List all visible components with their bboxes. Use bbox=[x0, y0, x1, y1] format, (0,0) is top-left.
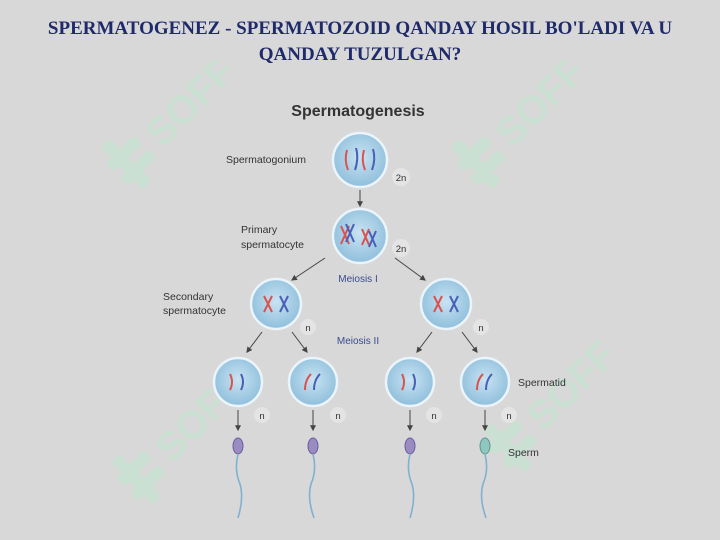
label-secondary-1: Secondary bbox=[163, 291, 214, 303]
svg-text:n: n bbox=[431, 411, 436, 422]
slide-title: SPERMATOGENEZ - SPERMATOZOID QANDAY HOSI… bbox=[0, 16, 720, 68]
cell-spermatid-3 bbox=[384, 356, 436, 408]
arrow-sec-r-spermatid-4 bbox=[461, 331, 478, 353]
sperm-3 bbox=[404, 437, 416, 519]
label-spermatogonium: Spermatogonium bbox=[226, 154, 306, 166]
label-secondary-2: spermatocyte bbox=[163, 305, 226, 317]
watermark-logo-bottom-right: SOFF bbox=[483, 333, 625, 472]
ploidy-badge-spermatid-3: n bbox=[426, 407, 442, 423]
watermark-logo-top-left: SOFF bbox=[102, 60, 230, 188]
svg-text:n: n bbox=[478, 323, 483, 334]
cell-primary-spermatocyte bbox=[331, 207, 389, 265]
svg-text:n: n bbox=[259, 411, 264, 422]
cell-spermatogonium bbox=[331, 131, 389, 189]
ploidy-badge-secondary-right: n bbox=[473, 319, 489, 335]
arrow-primary-secondary-right bbox=[394, 257, 426, 281]
svg-text:n: n bbox=[305, 323, 310, 334]
arrow-sec-l-spermatid-1 bbox=[246, 331, 263, 353]
label-sperm: Sperm bbox=[508, 447, 539, 459]
arrow-primary-secondary-left bbox=[291, 257, 326, 281]
sperm-4 bbox=[479, 437, 491, 519]
arrow-sec-l-spermatid-2 bbox=[291, 331, 308, 353]
ploidy-badge-spermatid-2: n bbox=[330, 407, 346, 423]
spermatogenesis-diagram: Spermatogenesis Spermatogonium Primary s… bbox=[163, 103, 566, 519]
slide-title-line-1: SPERMATOGENEZ - SPERMATOZOID QANDAY HOSI… bbox=[47, 18, 673, 39]
label-primary-1: Primary bbox=[241, 224, 278, 236]
ploidy-badge-gonium: 2n bbox=[392, 168, 410, 186]
cell-secondary-spermatocyte-left bbox=[249, 277, 303, 331]
label-primary-2: spermatocyte bbox=[241, 239, 304, 251]
cell-spermatid-2 bbox=[287, 356, 339, 408]
label-meiosis-2: Meiosis II bbox=[337, 336, 379, 347]
ploidy-badge-spermatid-1: n bbox=[254, 407, 270, 423]
sperm-2 bbox=[307, 437, 319, 519]
slide-title-line-2: QANDAY TUZULGAN? bbox=[258, 44, 462, 65]
sperm-1 bbox=[232, 437, 244, 519]
svg-text:n: n bbox=[335, 411, 340, 422]
svg-text:n: n bbox=[506, 411, 511, 422]
svg-text:2n: 2n bbox=[396, 173, 407, 184]
arrow-sec-r-spermatid-3 bbox=[416, 331, 433, 353]
watermark-logo-top-right: SOFF bbox=[452, 60, 594, 188]
ploidy-badge-primary: 2n bbox=[392, 239, 410, 257]
cell-secondary-spermatocyte-right bbox=[419, 277, 473, 331]
ploidy-badge-secondary-left: n bbox=[300, 319, 316, 335]
cell-spermatid-1 bbox=[212, 356, 264, 408]
label-spermatid: Spermatid bbox=[518, 377, 566, 389]
diagram-title: Spermatogenesis bbox=[291, 103, 424, 120]
svg-text:2n: 2n bbox=[396, 244, 407, 255]
ploidy-badge-spermatid-4: n bbox=[501, 407, 517, 423]
label-meiosis-1: Meiosis I bbox=[338, 274, 377, 285]
cell-spermatid-4 bbox=[459, 356, 511, 408]
